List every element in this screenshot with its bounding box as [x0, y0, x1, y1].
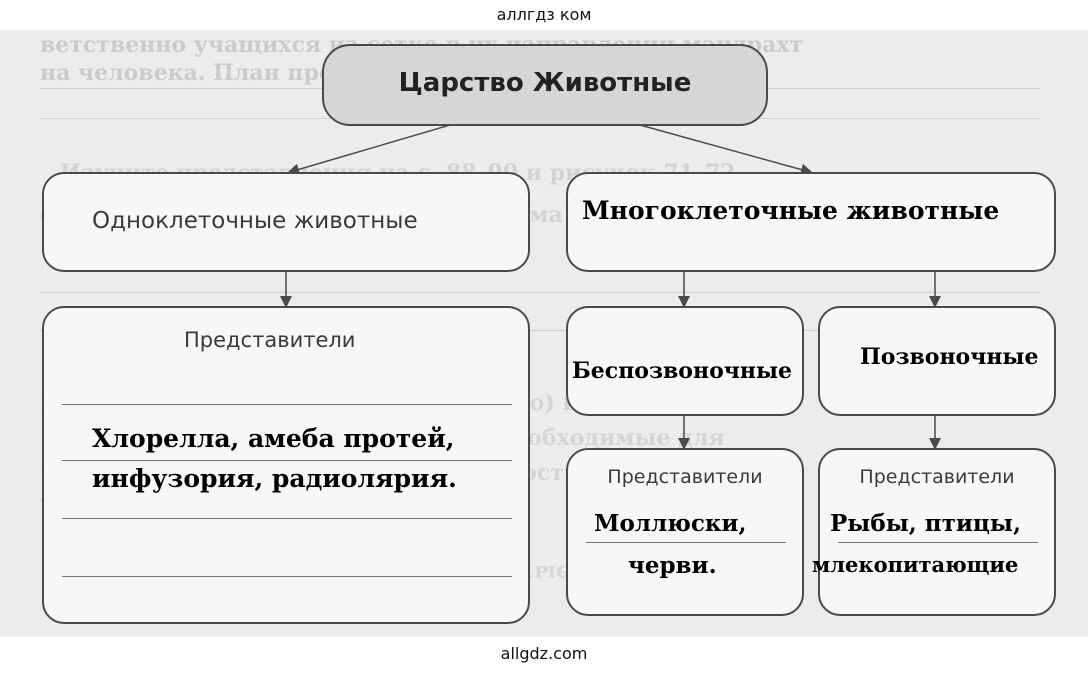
invertebrates-representatives-box: Представители Моллюски, черви. — [566, 448, 804, 616]
invertebrates-box: Беспозвоночные — [566, 306, 804, 416]
multicellular-box: Многоклеточные животные — [566, 172, 1056, 272]
ghost-rule-3 — [40, 292, 1040, 293]
vertebrates-box: Позвоночные — [818, 306, 1056, 416]
arrow-root-to-unicellular — [287, 124, 451, 176]
unicellular-label: Одноклеточные животные — [92, 208, 418, 234]
unicellular-answer-line1: Хлорелла, амеба протей, — [92, 424, 455, 453]
invertebrates-label: Беспозвоночные — [572, 358, 792, 384]
root-box: Царство Животные — [322, 44, 768, 126]
answer-line-3 — [62, 518, 512, 519]
unicellular-answer-line2: инфузория, радиолярия. — [92, 464, 457, 493]
watermark-bottom: allgdz.com — [500, 644, 588, 663]
unicellular-representatives-box: Представители Хлорелла, амеба протей, ин… — [42, 306, 530, 624]
answer-line-4 — [62, 576, 512, 577]
unicellular-box: Одноклеточные животные — [42, 172, 530, 272]
vertebrates-representatives-box: Представители Рыбы, птицы, млекопитающие — [812, 448, 1056, 616]
vertebrates-label: Позвоночные — [860, 344, 1039, 370]
ghost-rule-4 — [40, 330, 1040, 331]
invertebrates-answer-line2: черви. — [628, 552, 717, 579]
vertebrates-answer-line — [838, 542, 1038, 543]
answer-line-1 — [62, 404, 512, 405]
arrow-root-to-multicellular — [639, 124, 813, 176]
unicellular-representatives-heading: Представители — [184, 328, 356, 352]
answer-line-2 — [62, 460, 512, 461]
root-label: Царство Животные — [398, 68, 692, 98]
vertebrates-answer-line1: Рыбы, птицы, — [830, 510, 1021, 537]
invertebrates-answer-line — [586, 542, 786, 543]
invertebrates-answer-line1: Моллюски, — [594, 510, 747, 537]
multicellular-label: Многоклеточные животные — [582, 196, 1000, 225]
vertebrates-representatives-heading: Представители — [859, 466, 1015, 488]
vertebrates-answer-line2: млекопитающие — [812, 552, 1019, 577]
watermark-top: аллгдз ком — [496, 5, 592, 24]
invertebrates-representatives-heading: Представители — [607, 466, 763, 488]
